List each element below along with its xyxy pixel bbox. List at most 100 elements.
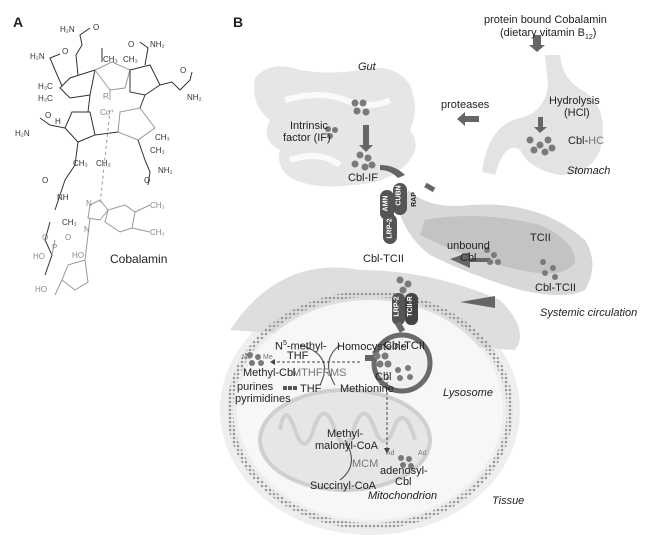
atom-o: O <box>42 176 48 185</box>
homocysteine-label: Homocysteine <box>337 341 407 353</box>
atom-ch3: CH₃ <box>103 55 118 64</box>
cbl-if-label: Cbl-IF <box>348 172 378 184</box>
n5-methyl-thf: N5-methyl- <box>275 338 327 353</box>
atom-h: H <box>55 117 61 126</box>
unbound-line1: unbound <box>447 240 490 252</box>
source-line1: protein bound Cobalamin <box>484 14 607 26</box>
mthfr-label: MTHFR <box>292 367 331 379</box>
stomach-label: Stomach <box>567 165 611 177</box>
methylmalonyl-line2: malonyl-CoA <box>315 440 378 452</box>
atom-nh2: NH₂ <box>150 40 165 49</box>
gut-label: Gut <box>358 61 376 73</box>
atom-nh2: NH₂ <box>158 166 173 175</box>
ms-label: MS <box>330 367 347 379</box>
atom-o: O <box>93 23 99 32</box>
systemic-circulation-label: Systemic circulation <box>540 307 638 319</box>
atom-ch3: CH₃ <box>96 159 111 168</box>
cobalamin-structure: H₂N O O NH₂ H₂N O CH₃ CH₃ O NH₂ H₃C H₃C … <box>15 23 202 296</box>
purines-label: purines <box>237 381 274 393</box>
cbl-text: Cbl- <box>568 135 589 147</box>
atom-o: O <box>65 233 71 242</box>
atom-p: P <box>52 243 57 252</box>
hc-text: HC <box>588 135 605 147</box>
atom-ch3: CH₃ <box>150 146 165 155</box>
tcii-label: TCII <box>530 232 551 244</box>
atom-h3c: H₃C <box>38 94 53 103</box>
atom-ch3: CH₃ <box>62 218 77 227</box>
atom-co: Co⁺ <box>100 108 114 117</box>
proteases-label: proteases <box>441 99 490 111</box>
atom-h2n: H₂N <box>60 25 75 34</box>
if-line1: Intrinsic <box>290 120 328 132</box>
source-end: ) <box>592 27 597 39</box>
atom-n: N <box>86 199 92 208</box>
n5-rest: -methyl- <box>286 340 327 353</box>
circulation-complex: Cbl-TCII <box>535 282 576 294</box>
source-text: (dietary vitamin B <box>500 27 585 39</box>
panel-a-label: A <box>13 14 24 30</box>
ad-label: Ad <box>418 450 427 457</box>
tissue-incoming-label: Cbl-TCII <box>363 253 404 265</box>
mitochondrion-label: Mitochondrion <box>368 490 438 502</box>
rap-label: RAP <box>410 192 418 207</box>
gut-receptors <box>380 183 407 244</box>
atom-ho: HO <box>72 251 84 260</box>
n5-thf-line2: THF <box>287 350 309 362</box>
atom-ch3: CH₃ <box>150 201 165 210</box>
adenosyl-line2: Cbl <box>395 476 412 488</box>
atom-ch3: CH₃ <box>73 159 88 168</box>
molecule-name: Cobalamin <box>110 252 168 266</box>
source-subscript: 12 <box>584 34 593 42</box>
if-line2: factor (IF) <box>283 132 331 144</box>
me-label: Me <box>242 354 252 361</box>
n5-n: N <box>275 340 283 353</box>
atom-ho: HO <box>33 252 45 261</box>
pyrimidines-label: pyrimidines <box>235 393 291 405</box>
stomach-process-2: (HCl) <box>564 107 590 119</box>
tissue-receptors <box>392 293 418 325</box>
thf-label: THF <box>300 383 322 395</box>
atom-n: N <box>84 225 90 234</box>
atom-nh: NH <box>57 193 69 202</box>
atom-h2n: H₂N <box>15 129 30 138</box>
methyl-cbl-label: Methyl-Cbl <box>243 367 296 379</box>
tissue-label: Tissue <box>492 495 525 507</box>
atom-o: O <box>144 176 150 185</box>
adenosyl-line1: adenosyl- <box>380 465 428 477</box>
atom-o: O <box>62 47 68 56</box>
succinyl-coa-label: Succinyl-CoA <box>310 480 377 492</box>
panel-b-label: B <box>233 14 244 30</box>
stomach-process-1: Hydrolysis <box>549 95 600 107</box>
lysosome-shape <box>371 332 433 394</box>
n5-sup: 5 <box>282 340 287 347</box>
stomach-shape <box>482 55 603 175</box>
cubn-label: CUBN <box>395 185 403 206</box>
source-line2: (dietary vitamin B12) <box>500 27 596 44</box>
atom-o: O <box>128 40 134 49</box>
atom-ch3: CH₃ <box>155 133 170 142</box>
ad-label: Ad <box>386 450 395 457</box>
atom-ho: HO <box>35 285 47 294</box>
atom-h3c: H₃C <box>38 82 53 91</box>
lrp2-label: LRP-2 <box>386 218 394 239</box>
lysosome-label: Lysosome <box>443 387 493 399</box>
methionine-label: Methionine <box>340 383 394 395</box>
atom-ch3: CH₃ <box>123 55 138 64</box>
atom-h2n: H₂N <box>30 52 45 61</box>
atom-ch3: CH₃ <box>150 228 165 237</box>
lysosome-complex: Cbl-TCII <box>384 340 425 352</box>
amn-label: AMN <box>382 195 390 212</box>
atom-o: O <box>45 111 51 120</box>
atom-o: O <box>42 233 48 242</box>
lrp2-tissue-label: LRP-2 <box>393 296 401 317</box>
stomach-complex: Cbl-HC <box>568 135 604 147</box>
me-label: Me <box>263 354 273 361</box>
tcii-r-label: TCII-R <box>406 296 414 317</box>
cobalamin-dots <box>247 99 558 469</box>
cbl-label: Cbl <box>375 371 392 383</box>
atom-nh2: NH₂ <box>187 93 202 102</box>
unbound-line2: Cbl <box>460 252 477 264</box>
mcm-label: MCM <box>352 458 379 470</box>
methylmalonyl-line1: Methyl- <box>327 428 364 440</box>
